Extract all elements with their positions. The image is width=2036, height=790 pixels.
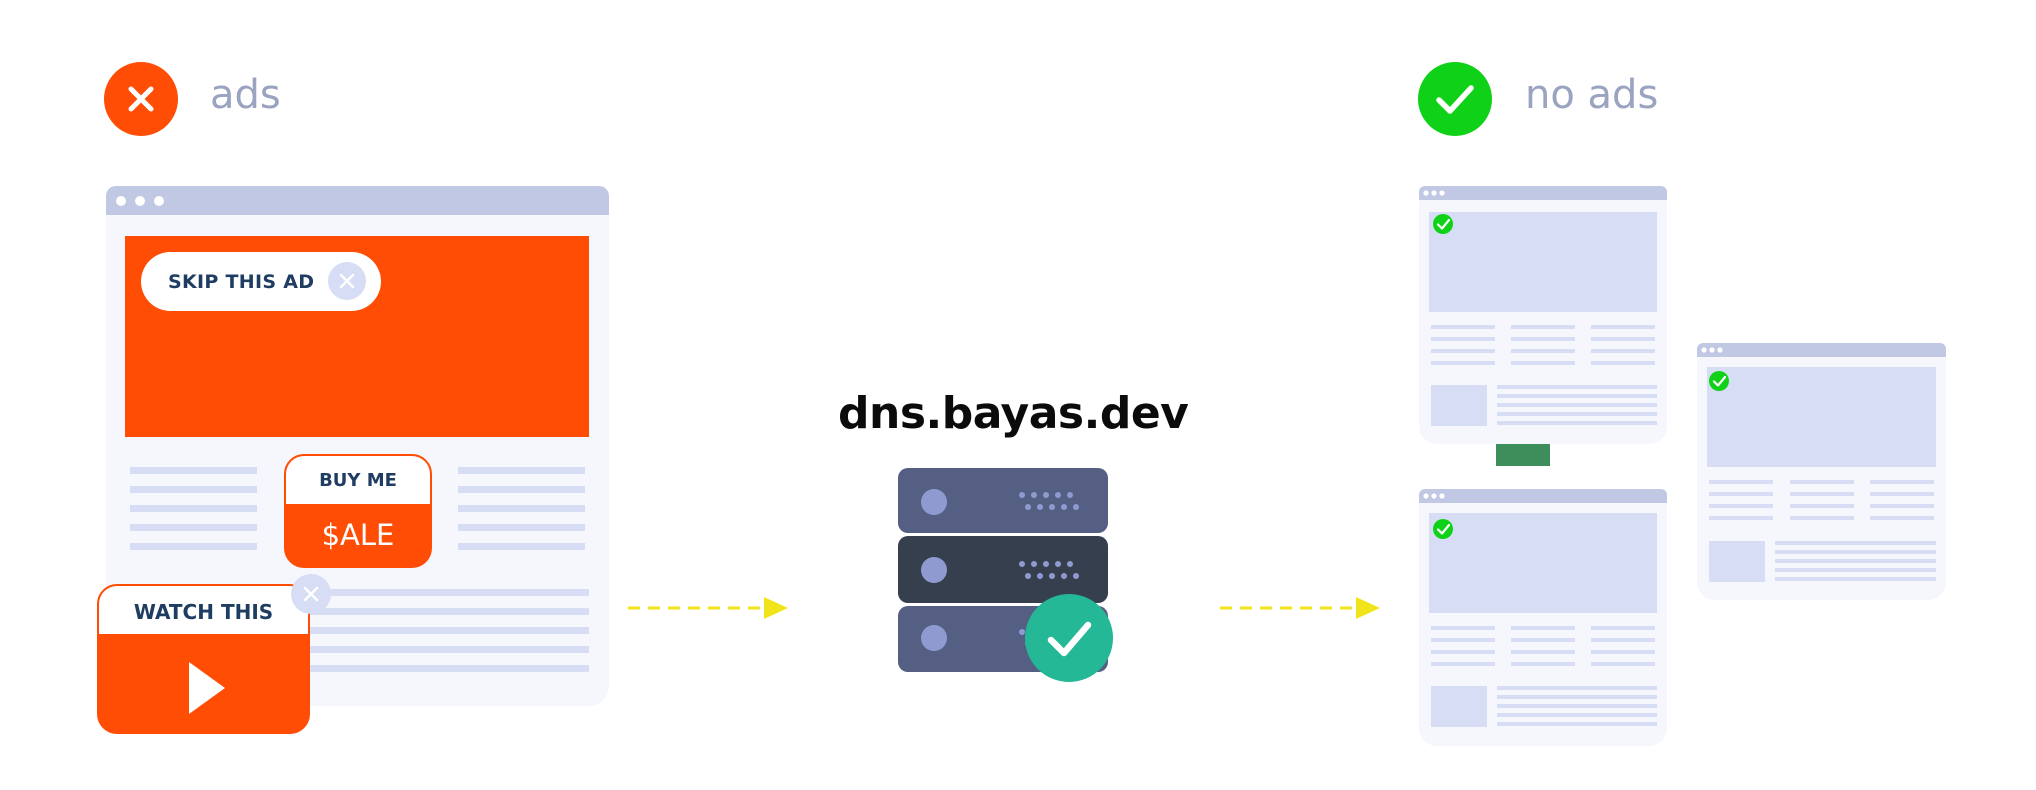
watch-this-label: WATCH THIS <box>99 586 308 634</box>
sale-label: $ALE <box>321 518 395 552</box>
skip-ad-button[interactable]: SKIP THIS AD <box>141 252 381 311</box>
video-close-icon[interactable] <box>291 574 331 614</box>
arrow-to-dns <box>628 595 790 621</box>
no-ads-label: no ads <box>1525 72 1659 118</box>
buy-me-ad-button[interactable]: BUY ME $ALE <box>284 454 432 568</box>
skip-ad-label: SKIP THIS AD <box>168 270 315 293</box>
check-circle-icon <box>1025 594 1113 682</box>
buy-me-label: BUY ME <box>286 456 430 504</box>
play-icon[interactable] <box>187 660 227 716</box>
clean-browser-window-3 <box>1697 343 1946 600</box>
clean-browser-window-2 <box>1419 489 1667 746</box>
watch-video-ad[interactable]: WATCH THIS <box>97 584 310 734</box>
dns-title: dns.bayas.dev <box>838 388 1189 439</box>
close-icon[interactable] <box>328 262 366 300</box>
connector-bar <box>1496 444 1550 466</box>
no-ads-status-icon <box>1418 62 1492 136</box>
arrow-to-clean-pages <box>1220 595 1382 621</box>
clean-browser-window-1 <box>1419 186 1667 444</box>
ads-label: ads <box>210 72 281 118</box>
ads-status-icon <box>104 62 178 136</box>
